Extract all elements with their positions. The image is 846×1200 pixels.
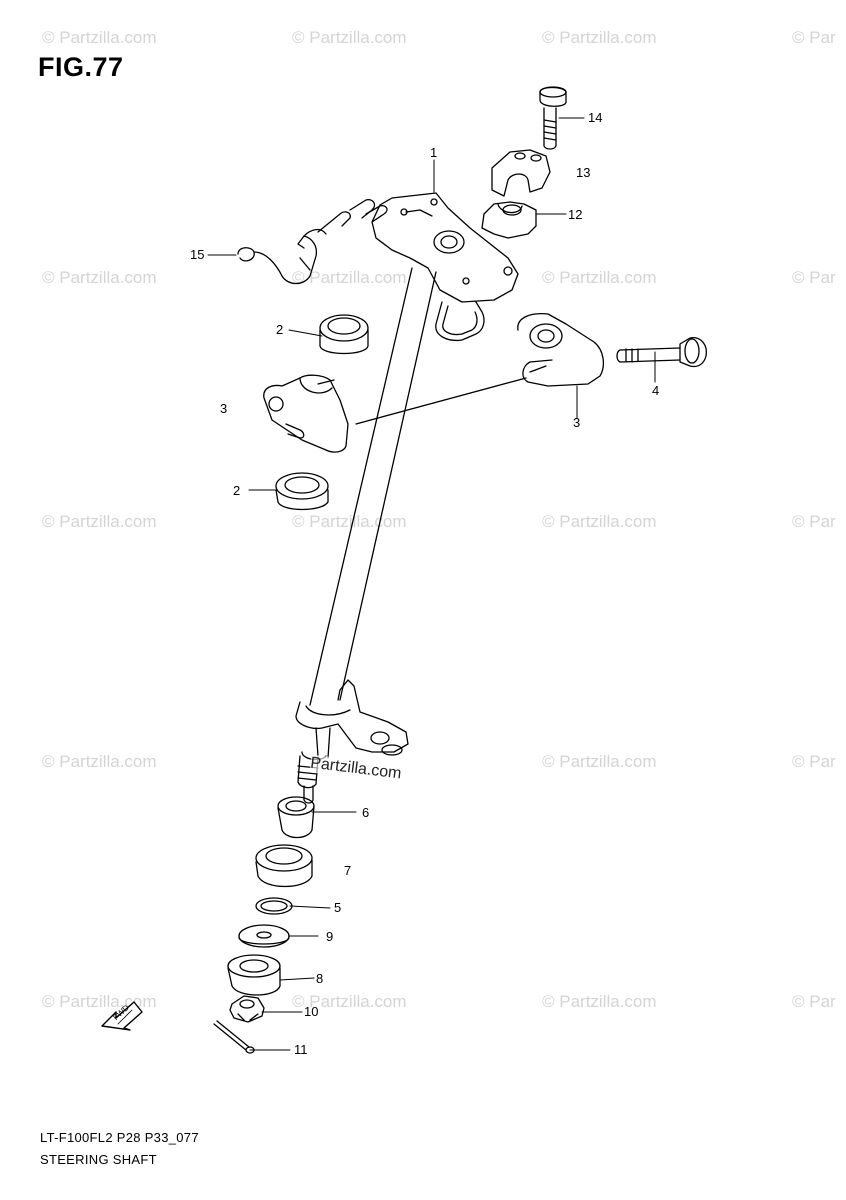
callout-6: 6 [362,805,370,820]
callout-3-left: 3 [220,401,228,416]
assembly-line [355,377,527,425]
watermark: © Partzilla.com [542,752,657,771]
callout-2-upper: 2 [276,322,284,337]
figure-title: FIG.77 [38,52,124,82]
callout-7: 7 [344,863,352,878]
bushing-part-6 [277,796,315,839]
watermark: © Par [792,992,836,1011]
watermark: © Partzilla.com [42,28,157,47]
cup-part-8 [227,954,281,996]
nut-part-10 [229,995,265,1023]
bushing-holder-part-3-right [517,312,605,387]
watermark: © Partzilla.com [542,268,657,287]
watermark: © Partzilla.com [42,992,157,1011]
washer-part-9 [238,924,290,948]
lower-clamp-part-12 [481,201,537,239]
callout-1: 1 [430,145,438,160]
watermark: © Partzilla.com [542,992,657,1011]
watermark: © Partzilla.com [42,752,157,771]
bolt-part-4 [616,337,707,368]
clip-part-15 [237,198,388,285]
callout-8: 8 [316,971,324,986]
seal-part-7 [255,844,313,888]
callout-15: 15 [190,247,205,262]
callout-3-right: 3 [573,415,581,430]
watermark: © Partzilla.com [542,512,657,531]
callout-14: 14 [588,110,603,125]
callout-11: 11 [294,1042,308,1057]
bolt-part-14 [539,86,567,150]
watermark: © Partzilla.com [292,992,407,1011]
cotter-pin-part-11 [213,1020,255,1054]
watermark: © Partzilla.com [292,512,407,531]
callout-13: 13 [576,165,591,180]
callout-12: 12 [568,207,583,222]
watermark: © Partzilla.com [42,268,157,287]
figure-code: LT-F100FL2 P28 P33_077 [40,1130,199,1145]
front-direction-arrow-icon [101,1001,143,1031]
watermark: © Par [792,28,836,47]
o-ring-part-5 [255,897,293,915]
callout-4: 4 [652,383,660,398]
watermark: © Partzilla.com [292,268,407,287]
steering-shaft [295,192,519,804]
callout-9: 9 [326,929,334,944]
callout-10: 10 [304,1004,319,1019]
callout-2-lower: 2 [233,483,241,498]
seal-ring-part-2-lower [275,472,329,511]
seal-ring-part-2-upper [319,314,369,355]
watermark: © Par [792,752,836,771]
watermark: © Partzilla.com [542,28,657,47]
figure-name: STEERING SHAFT [40,1152,157,1167]
bushing-holder-part-3-left [263,374,349,453]
watermark: © Par [792,268,836,287]
watermark: © Par [792,512,836,531]
upper-clamp-part-13 [491,149,551,197]
callout-5: 5 [334,900,342,915]
watermark: © Partzilla.com [292,28,407,47]
watermark: © Partzilla.com [42,512,157,531]
leader-lines [207,117,656,1051]
